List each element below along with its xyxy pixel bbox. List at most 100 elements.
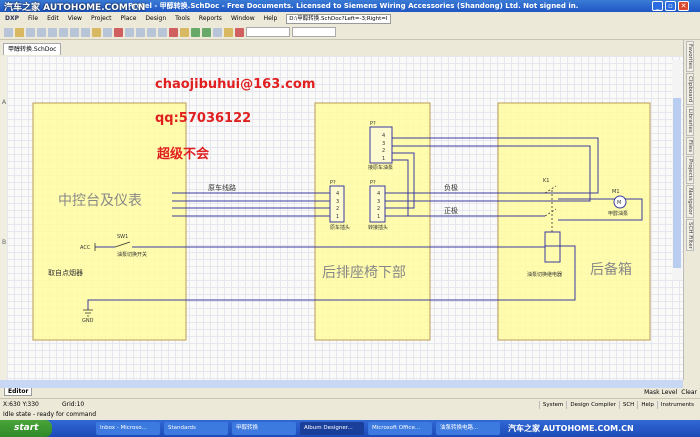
minimize-button[interactable]: _ (652, 1, 663, 11)
design-compiler-button[interactable]: Design Compiler (566, 401, 619, 409)
menu-edit[interactable]: Edit (47, 15, 59, 22)
sch-button[interactable]: SCH (618, 401, 637, 409)
zoom-icon[interactable] (59, 27, 68, 37)
harness-icon[interactable] (224, 27, 233, 37)
schematic-canvas[interactable]: A B chaojibuhui@163.com qq:57036122 超级不会… (0, 56, 683, 380)
connector-p1 (329, 185, 345, 223)
menu-help[interactable]: Help (263, 15, 278, 22)
menu-window[interactable]: Window (230, 15, 255, 22)
label-rear-seat: 后排座椅下部 (322, 265, 406, 281)
cut-icon[interactable] (81, 27, 90, 37)
right-panel-tabs: Favorites Clipboard Libraries Files Proj… (683, 40, 700, 380)
menu-bar: DXP File Edit View Project Place Design … (0, 12, 700, 25)
tab-label: 甲醇转换.SchDoc (8, 46, 57, 53)
panel-navigator[interactable]: Navigator (686, 184, 694, 218)
ruler-b: B (2, 239, 6, 246)
status-bar: X:630 Y:330 Grid:10 Idle state - ready f… (0, 398, 700, 420)
preview-icon[interactable] (48, 27, 57, 37)
window-title: Protel - 甲醇转换.SchDoc - Free Documents. L… (128, 2, 579, 10)
label-trunk: 后备箱 (590, 261, 632, 278)
toolbar (0, 25, 700, 40)
positive-label: 正极 (444, 206, 458, 215)
filter-combo[interactable] (246, 27, 290, 37)
no-erc-icon[interactable] (235, 27, 244, 37)
task-inbox[interactable]: Inbox - Microso... (96, 422, 160, 435)
clear-icon[interactable] (114, 27, 123, 37)
menu-reports[interactable]: Reports (198, 15, 222, 22)
menu-dxp[interactable]: DXP (5, 15, 20, 22)
mask-level-button[interactable]: Mask Level (644, 389, 678, 396)
title-bar: Protel - 甲醇转换.SchDoc - Free Documents. L… (0, 0, 700, 12)
path-input[interactable]: D:\甲醇转换.SchDoc?Left=-3;Right=I (286, 13, 391, 24)
box-trunk (497, 102, 651, 341)
menu-project[interactable]: Project (90, 15, 112, 22)
task-circuit[interactable]: 油泵转换电路... (436, 422, 500, 435)
panel-projects[interactable]: Projects (686, 155, 694, 184)
svg-text:3: 3 (377, 199, 380, 205)
port-icon[interactable] (180, 27, 189, 37)
email-text: chaojibuhui@163.com (155, 77, 315, 92)
sheet-icon[interactable] (202, 27, 211, 37)
svg-text:2: 2 (336, 206, 339, 212)
mask-combo[interactable] (292, 27, 336, 37)
clear-button[interactable]: Clear (681, 389, 697, 396)
connector-p3 (369, 126, 393, 164)
panel-clipboard[interactable]: Clipboard (686, 72, 694, 106)
menu-place[interactable]: Place (120, 15, 137, 22)
sw1-label: SW1 (117, 234, 128, 240)
part-icon[interactable] (191, 27, 200, 37)
menu-file[interactable]: File (28, 15, 39, 22)
panel-sch-filter[interactable]: SCH Filter (686, 218, 694, 252)
vertical-scroll-thumb[interactable] (673, 98, 681, 268)
zoom-area-icon[interactable] (70, 27, 79, 37)
start-button[interactable]: start (0, 420, 52, 437)
open-icon[interactable] (15, 27, 24, 37)
instruments-button[interactable]: Instruments (656, 401, 697, 409)
horizontal-scrollbar[interactable] (0, 380, 683, 388)
panel-libraries[interactable]: Libraries (686, 106, 694, 136)
paste-icon[interactable] (92, 27, 101, 37)
svg-text:3: 3 (336, 199, 339, 205)
panel-favorites[interactable]: Favorites (686, 41, 694, 72)
svg-text:1: 1 (377, 214, 380, 220)
p3-designator: P? (370, 121, 376, 127)
grid-readout: Grid:10 (62, 401, 85, 408)
help-button[interactable]: Help (637, 401, 657, 409)
svg-text:4: 4 (336, 191, 339, 197)
save-icon[interactable] (26, 27, 35, 37)
watermark: 汽车之家 AUTOHOME.COM.CN (4, 3, 146, 13)
close-button[interactable]: ✕ (678, 1, 689, 11)
p3-label: 接原车油泵 (368, 164, 393, 171)
svg-text:3: 3 (382, 141, 385, 147)
document-tabs: 甲醇转换.SchDoc (0, 40, 683, 56)
ruler-a: A (2, 99, 7, 106)
power-icon[interactable] (169, 27, 178, 37)
menu-view[interactable]: View (67, 15, 82, 22)
svg-text:M: M (617, 200, 621, 206)
system-button[interactable]: System (538, 401, 567, 409)
svg-text:4: 4 (382, 133, 385, 139)
redo-icon[interactable] (136, 27, 145, 37)
new-icon[interactable] (4, 27, 13, 37)
task-album-designer[interactable]: Album Designer... (300, 422, 364, 435)
tab-editor[interactable]: Editor (4, 388, 33, 396)
task-office[interactable]: Microsoft Office... (368, 422, 432, 435)
select-icon[interactable] (103, 27, 112, 37)
maximize-button[interactable]: ▫ (665, 1, 676, 11)
bus-icon[interactable] (158, 27, 167, 37)
tab-document[interactable]: 甲醇转换.SchDoc (3, 43, 62, 55)
task-folder[interactable]: 甲醇转换 (232, 422, 296, 435)
status-message: Idle state - ready for command (3, 411, 97, 418)
menu-tools[interactable]: Tools (175, 15, 190, 22)
panel-files[interactable]: Files (686, 136, 694, 155)
print-icon[interactable] (37, 27, 46, 37)
task-standards[interactable]: Standards (164, 422, 228, 435)
wire-icon[interactable] (147, 27, 156, 37)
svg-text:1: 1 (382, 156, 385, 162)
menu-design[interactable]: Design (145, 15, 167, 22)
undo-icon[interactable] (125, 27, 134, 37)
p2-designator: P? (370, 180, 376, 186)
schematic: A B chaojibuhui@163.com qq:57036122 超级不会… (0, 56, 651, 380)
directive-icon[interactable] (213, 27, 222, 37)
svg-text:4: 4 (377, 191, 380, 197)
